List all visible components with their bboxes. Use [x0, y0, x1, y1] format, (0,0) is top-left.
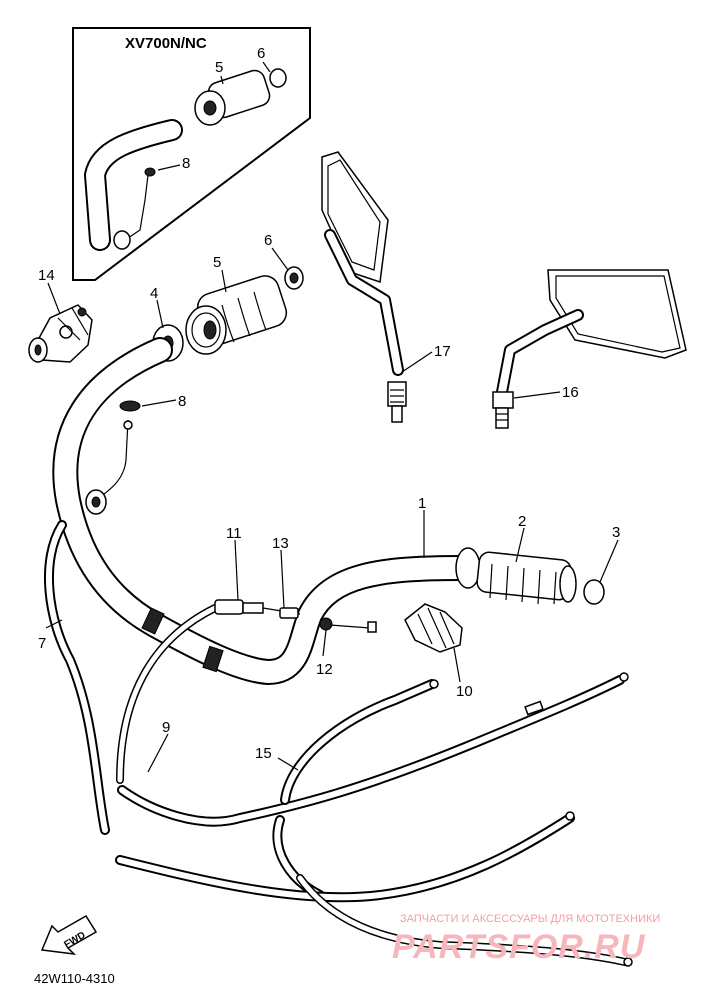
label-10: 10 — [456, 683, 473, 700]
label-17: 17 — [434, 343, 451, 360]
handlebar — [52, 337, 473, 685]
left-switch-clamp — [28, 304, 93, 363]
watermark-top-text: ЗАПЧАСТИ И АКСЕССУАРЫ ДЛЯ МОТОТЕХНИКИ — [400, 913, 660, 925]
leader-lines — [45, 247, 619, 773]
inset-label-6: 6 — [257, 45, 265, 62]
inset-xv700n: XV700N/NC 5 6 8 — [72, 27, 311, 281]
label-2: 2 — [518, 513, 526, 530]
label-9: 9 — [162, 719, 170, 736]
label-7: 7 — [38, 635, 46, 652]
watermark: ЗАПЧАСТИ И АКСЕССУАРЫ ДЛЯ МОТОТЕХНИКИ PA… — [392, 913, 660, 966]
right-grip — [455, 547, 605, 605]
inset-label-5: 5 — [215, 59, 223, 76]
label-5: 5 — [213, 254, 221, 271]
label-11: 11 — [226, 525, 242, 542]
label-4: 4 — [150, 285, 158, 302]
label-16: 16 — [562, 384, 579, 401]
label-12: 12 — [316, 661, 333, 678]
fwd-arrow: FWD — [40, 914, 98, 956]
watermark-logo-text: PARTSFOR.RU — [392, 928, 646, 966]
cable-7 — [44, 520, 110, 835]
left-grip-assembly — [152, 266, 304, 362]
inset-title: XV700N/NC — [125, 35, 207, 52]
label-15: 15 — [255, 745, 272, 762]
diagram-code: 42W110-4310 — [34, 971, 115, 986]
left-mirror — [321, 151, 407, 423]
label-13: 13 — [272, 535, 289, 552]
inset-label-8: 8 — [182, 155, 190, 172]
label-8: 8 — [178, 393, 186, 410]
right-mirror — [492, 269, 687, 429]
label-3: 3 — [612, 524, 620, 541]
throttle-cable-fittings — [116, 599, 377, 784]
cable-boot — [404, 603, 463, 653]
part-labels: 1 2 3 4 5 6 7 8 9 10 11 12 13 14 15 16 1… — [38, 232, 620, 762]
wire-harness — [85, 400, 141, 515]
lower-long-cable — [115, 811, 633, 967]
label-1: 1 — [418, 495, 426, 512]
label-6: 6 — [264, 232, 272, 249]
label-14: 14 — [38, 267, 55, 284]
cable-9 — [117, 672, 629, 827]
